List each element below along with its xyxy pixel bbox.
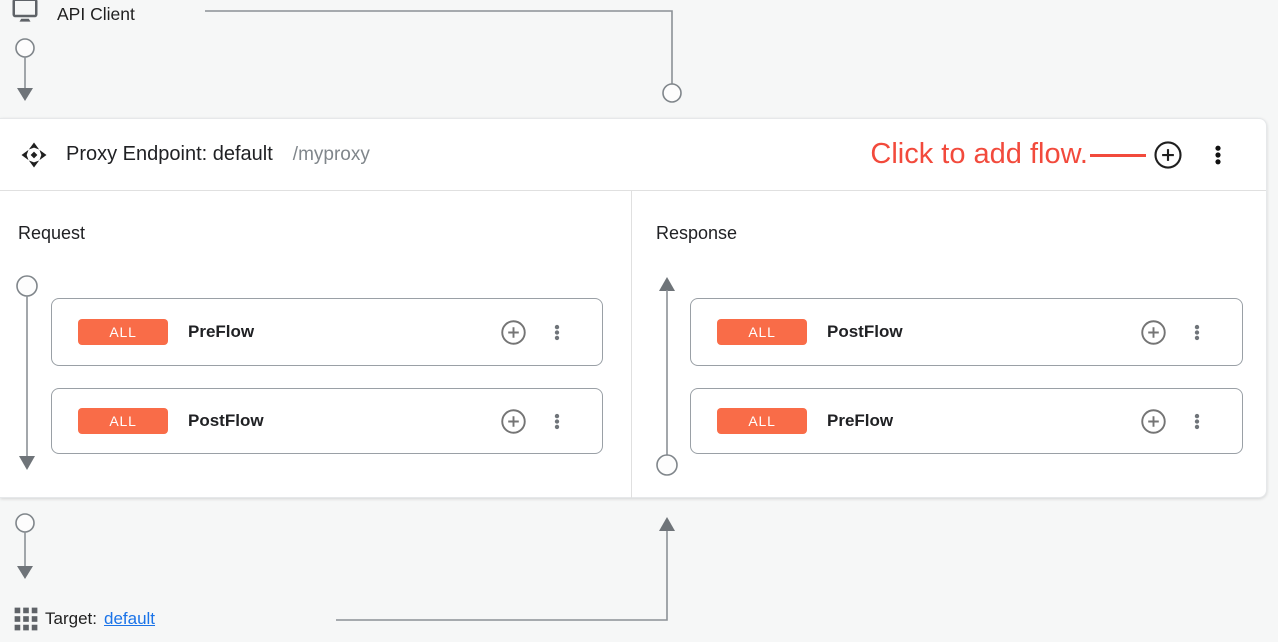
flow-card-actions <box>500 319 566 346</box>
flow-menu-button[interactable] <box>548 408 566 435</box>
add-policy-button[interactable] <box>500 319 527 346</box>
arrow-down-icon <box>17 566 33 579</box>
connector-node <box>15 38 35 58</box>
flow-card-request-preflow[interactable]: ALL PreFlow <box>51 298 603 366</box>
add-flow-button[interactable] <box>1153 140 1183 170</box>
condition-badge: ALL <box>78 319 168 345</box>
kebab-menu-icon <box>554 413 560 429</box>
target-endpoint: Target: default <box>13 606 155 632</box>
condition-badge: ALL <box>78 408 168 434</box>
flow-menu-button[interactable] <box>1188 408 1206 435</box>
proxy-endpoint-body: Request Response ALL PreFlow <box>0 191 1266 498</box>
connector-node <box>15 513 35 533</box>
condition-badge: ALL <box>717 319 807 345</box>
plus-circle-icon <box>501 408 526 434</box>
flow-menu-button[interactable] <box>548 319 566 346</box>
flow-card-request-postflow[interactable]: ALL PostFlow <box>51 388 603 454</box>
response-label: Response <box>656 223 738 243</box>
proxy-endpoint-icon <box>21 142 47 167</box>
plus-circle-icon <box>1141 408 1166 434</box>
add-policy-button[interactable] <box>500 408 527 435</box>
request-response-divider <box>631 191 632 498</box>
endpoint-menu-button[interactable] <box>1206 141 1230 169</box>
grid-icon <box>14 607 38 631</box>
arrow-up-icon <box>659 517 675 531</box>
flow-name: PostFlow <box>827 322 903 341</box>
target-default-link[interactable]: default <box>103 609 156 628</box>
connector-target-to-response <box>336 530 668 621</box>
annotation-click-to-add-flow: Click to add flow. <box>870 138 1088 170</box>
proxy-endpoint-header: Proxy Endpoint: default /myproxy Click t… <box>0 119 1266 191</box>
plus-circle-icon <box>1154 140 1182 169</box>
kebab-menu-icon <box>554 324 560 340</box>
proxy-endpoint-title: Proxy Endpoint: default <box>66 143 273 165</box>
add-policy-button[interactable] <box>1140 319 1167 346</box>
flow-card-actions <box>500 408 566 435</box>
flow-menu-button[interactable] <box>1188 319 1206 346</box>
proxy-endpoint-panel: Proxy Endpoint: default /myproxy Click t… <box>0 118 1267 498</box>
flow-name: PreFlow <box>188 322 255 341</box>
flow-card-response-preflow[interactable]: ALL PreFlow <box>690 388 1243 454</box>
plus-circle-icon <box>1141 319 1166 345</box>
api-client: API Client <box>10 0 135 26</box>
connector-client-to-proxy <box>205 10 673 84</box>
flow-name: PreFlow <box>827 411 894 430</box>
flow-card-actions <box>1140 319 1206 346</box>
flow-name: PostFlow <box>188 411 264 430</box>
header-actions: Click to add flow. <box>870 119 1230 190</box>
flow-card-response-postflow[interactable]: ALL PostFlow <box>690 298 1243 366</box>
add-policy-button[interactable] <box>1140 408 1167 435</box>
plus-circle-icon <box>501 319 526 345</box>
connector-node <box>662 83 682 103</box>
kebab-menu-icon <box>1215 145 1221 164</box>
arrow-down-icon <box>17 88 33 101</box>
kebab-menu-icon <box>1194 324 1200 340</box>
api-client-label: API Client <box>57 3 135 24</box>
monitor-icon <box>12 0 38 22</box>
target-label: Target: <box>45 609 97 628</box>
proxy-endpoint-basepath: /myproxy <box>292 143 370 165</box>
kebab-menu-icon <box>1194 413 1200 429</box>
condition-badge: ALL <box>717 408 807 434</box>
request-label: Request <box>18 223 86 243</box>
flow-card-actions <box>1140 408 1206 435</box>
annotation-pointer-line <box>1090 154 1146 157</box>
